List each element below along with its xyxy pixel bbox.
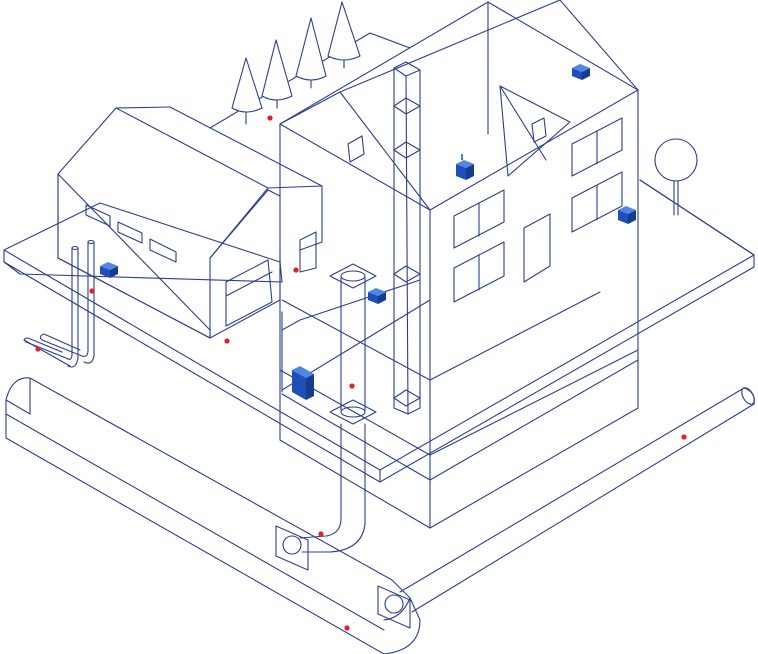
garage-window-1 <box>85 204 111 227</box>
device-floor <box>368 288 386 304</box>
main-building <box>279 0 639 529</box>
devices <box>100 64 636 400</box>
sensor-dot <box>35 346 41 352</box>
basement-lines <box>281 291 601 393</box>
tree-3 <box>295 17 327 89</box>
drain-shaft <box>299 263 377 553</box>
sensor-dot <box>293 267 299 273</box>
sensor-dot <box>681 434 687 440</box>
front-door <box>523 213 551 283</box>
trees <box>231 1 698 216</box>
tree-1 <box>231 57 263 125</box>
device-attic <box>456 154 474 180</box>
device-garage <box>100 262 118 278</box>
device-basement-cabinet <box>292 366 314 400</box>
sensor-dot <box>349 383 355 389</box>
inspection-chamber-1 <box>275 525 309 571</box>
tree-4 <box>327 1 361 69</box>
sensor-dot <box>89 288 95 294</box>
side-door <box>299 231 317 273</box>
tree-round <box>654 138 698 216</box>
vertical-pipes <box>23 239 95 368</box>
garage-door <box>225 259 273 327</box>
garage-house <box>57 106 323 339</box>
inspection-chamber-2 <box>377 585 411 629</box>
tree-2 <box>261 39 293 109</box>
sensors <box>35 115 687 631</box>
garage-window-2 <box>117 221 143 244</box>
roof-window <box>347 135 365 163</box>
device-wall-right <box>618 206 636 224</box>
sensor-dot <box>344 625 350 631</box>
dormer-window <box>531 117 547 143</box>
garage-window-3 <box>149 238 177 263</box>
sensor-dot <box>318 531 324 537</box>
sensor-dot <box>224 338 230 344</box>
chimney <box>393 61 421 415</box>
ground-slab <box>3 32 755 483</box>
building-windows <box>453 117 623 303</box>
sensor-dot <box>267 115 273 121</box>
diagonal-pipe <box>399 387 755 613</box>
sewer-pipe <box>5 377 421 654</box>
device-roof <box>572 64 590 80</box>
